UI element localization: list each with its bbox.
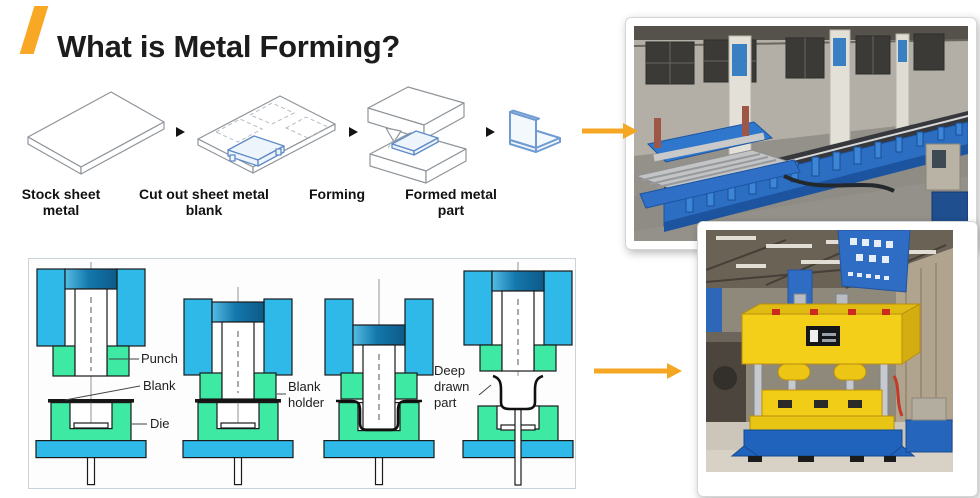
stage-2-blank-holder-closed	[182, 287, 294, 486]
title-accent-slash-icon	[19, 6, 49, 54]
deep-drawn-part-label: Deep drawn part	[434, 363, 470, 410]
hydraulic-press-photo	[697, 221, 978, 497]
page-title: What is Metal Forming?	[57, 28, 401, 64]
formed-metal-part-illustration	[509, 109, 561, 153]
die-label: Die	[150, 416, 170, 431]
deep-drawing-stages	[35, 262, 574, 486]
punch-label: Punch	[141, 351, 178, 366]
cut-blank-3d	[227, 135, 285, 167]
flow-arrow-icon	[594, 363, 682, 379]
flow-arrow-icon	[582, 123, 638, 139]
roll-forming-machine-photo	[625, 17, 977, 250]
roll-forming-machine-scene	[634, 26, 968, 241]
flow-step-label-cutout: Cut out sheet metal blank	[139, 186, 269, 218]
label-leader-lines	[64, 358, 492, 425]
hydraulic-press-scene	[706, 230, 953, 472]
blank-holder-label: Blank holder	[288, 379, 325, 410]
step-arrow-icon	[176, 127, 185, 137]
flow-step-label-stock: Stock sheet metal	[21, 186, 101, 218]
stage-3-drawing	[323, 279, 435, 486]
stage-1-punch-raised	[35, 262, 147, 486]
blank-label: Blank	[143, 378, 176, 393]
deep-drawing-diagram: Punch Blank Die Blank holder Deep drawn …	[28, 258, 576, 489]
flow-step-label-formed: Formed metal part	[405, 186, 497, 218]
step-arrow-icon	[349, 127, 358, 137]
cut-out-blank-illustration	[197, 95, 336, 174]
forming-dies-illustration	[367, 86, 467, 184]
flow-step-label-forming: Forming	[309, 186, 365, 202]
stock-sheet-metal-illustration	[27, 91, 165, 175]
stage-4-part-ejected	[462, 262, 574, 486]
step-arrow-icon	[486, 127, 495, 137]
